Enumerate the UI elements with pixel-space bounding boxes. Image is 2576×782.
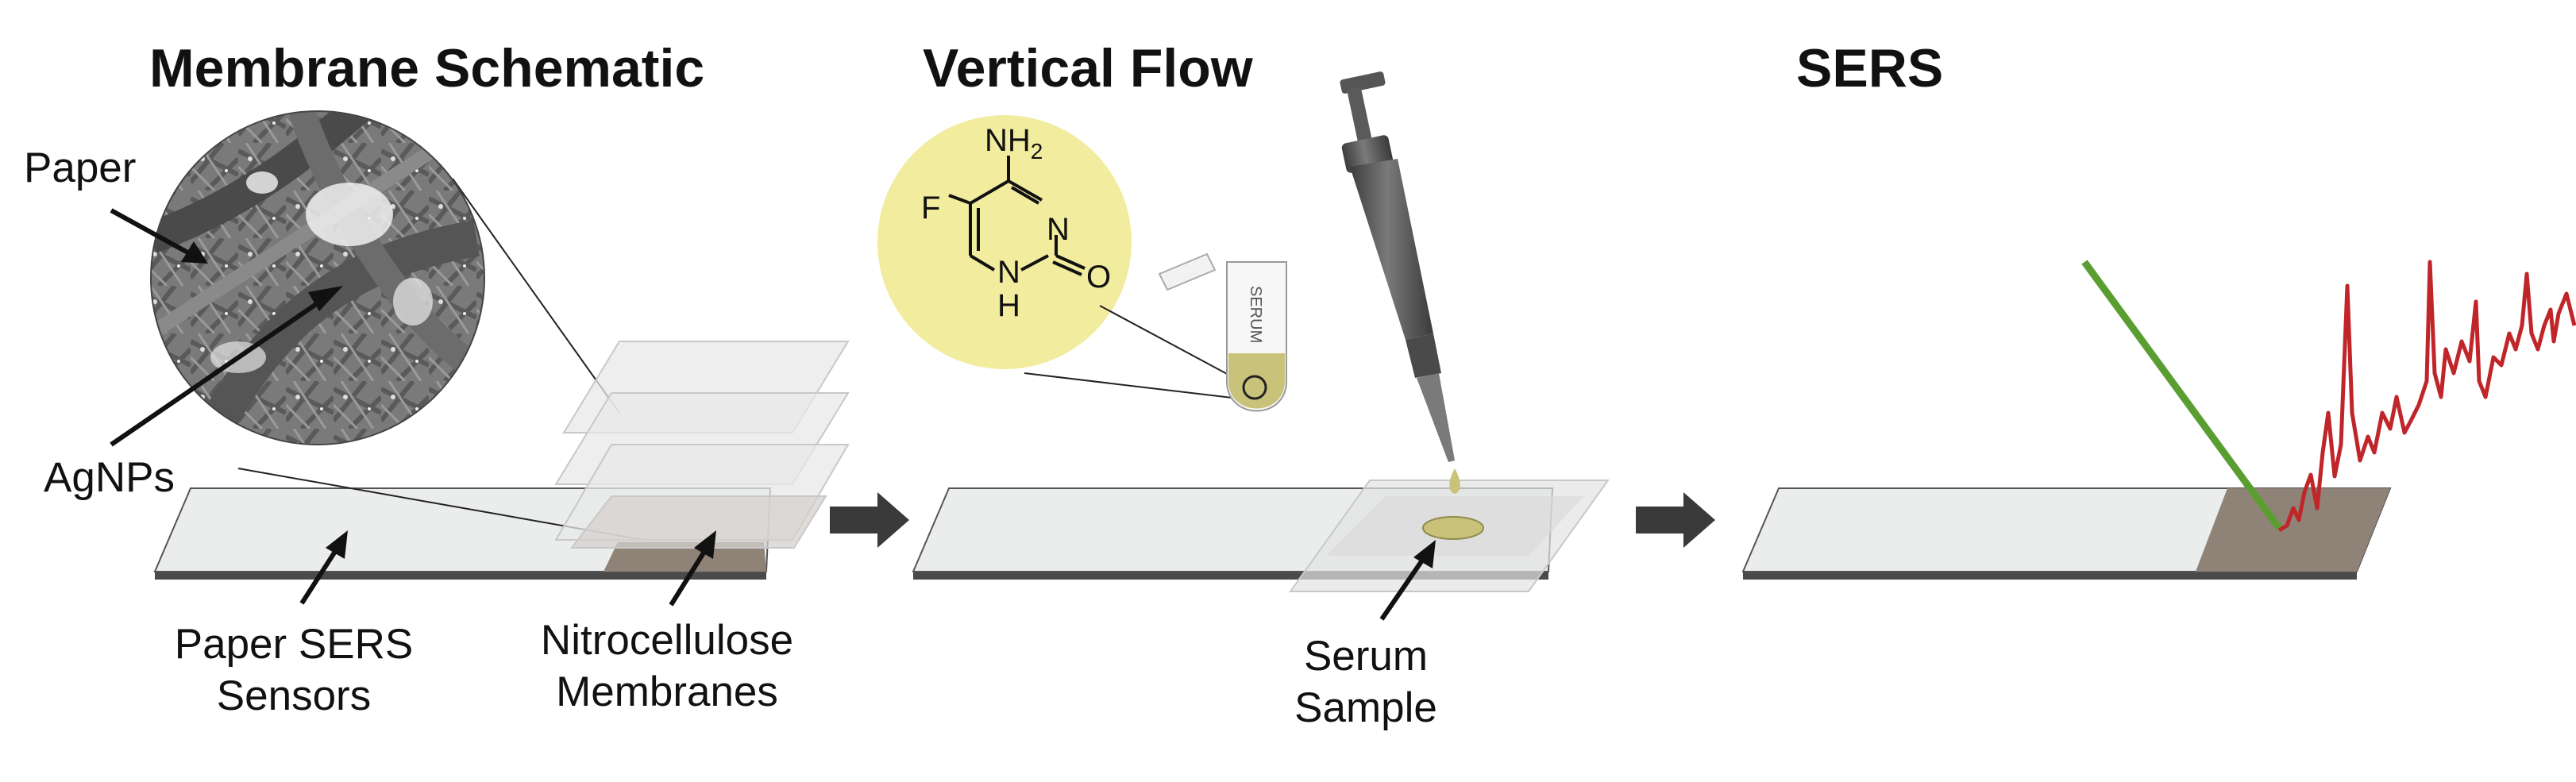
zoom-line-molecule-2 [1024,372,1259,402]
label-nitrocellulose-membranes: Nitrocellulose Membranes [508,615,826,718]
serum-spot [1422,516,1484,540]
label-agnps: AgNPs [44,454,175,501]
panel-sers [1741,260,2576,580]
label-paper-sers-sensors-line2: Sensors [216,672,372,719]
title-sers: SERS [1796,38,1944,98]
tube-label: SERUM [1247,286,1264,343]
sensor-pad-sers [2196,488,2390,572]
serum-drop [1449,468,1460,494]
pipette [1340,71,1455,462]
serum-tube: SERUM [1158,252,1287,412]
panel-membrane-schematic [110,110,850,607]
label-nitrocellulose-line2: Membranes [556,668,778,715]
laser-beam [2081,260,2282,530]
tube-cap [1158,252,1217,291]
label-paper-sers-sensors: Paper SERS Sensors [143,619,445,722]
mol-nh2: NH2 [985,123,1043,164]
label-serum-sample-line1: Serum [1303,633,1429,680]
title-vertical-flow: Vertical Flow [923,38,1253,98]
mol-ring-nh-n: N [997,255,1020,290]
label-serum-sample: Serum Sample [1263,631,1469,734]
tube-sample-circle [1242,375,1267,400]
title-membrane-schematic: Membrane Schematic [149,38,705,98]
label-serum-sample-line2: Sample [1294,684,1437,731]
pointer-arrow-serum-sample [1379,540,1436,621]
molecule-5-fluorocytosine: NH2 F N N H O [877,115,1263,402]
flow-arrow-1 [830,492,909,548]
pointer-arrow-sensors [299,530,348,605]
nitrocellulose-membranes-stack [554,341,850,549]
zoom-line-top [452,178,620,414]
sem-image [150,110,485,445]
pointer-arrow-paper [110,208,208,264]
sensor-pad [604,542,766,572]
mol-ring-nh-h: H [997,288,1020,323]
panel-vertical-flow: NH2 F N N H O SERUM [877,71,1610,621]
mol-ring-n: N [1047,212,1070,247]
mol-fluorine: F [921,191,940,225]
label-nitrocellulose-line1: Nitrocellulose [540,617,794,664]
label-paper-sers-sensors-line1: Paper SERS [174,621,414,668]
mol-oxygen: O [1086,260,1111,295]
pointer-arrow-agnps [110,286,343,447]
label-paper: Paper [24,144,137,191]
raman-spectrum [2277,260,2576,533]
flow-arrow-2 [1636,492,1715,548]
pointer-arrow-membranes [669,530,716,607]
sers-strip [1741,487,2392,580]
